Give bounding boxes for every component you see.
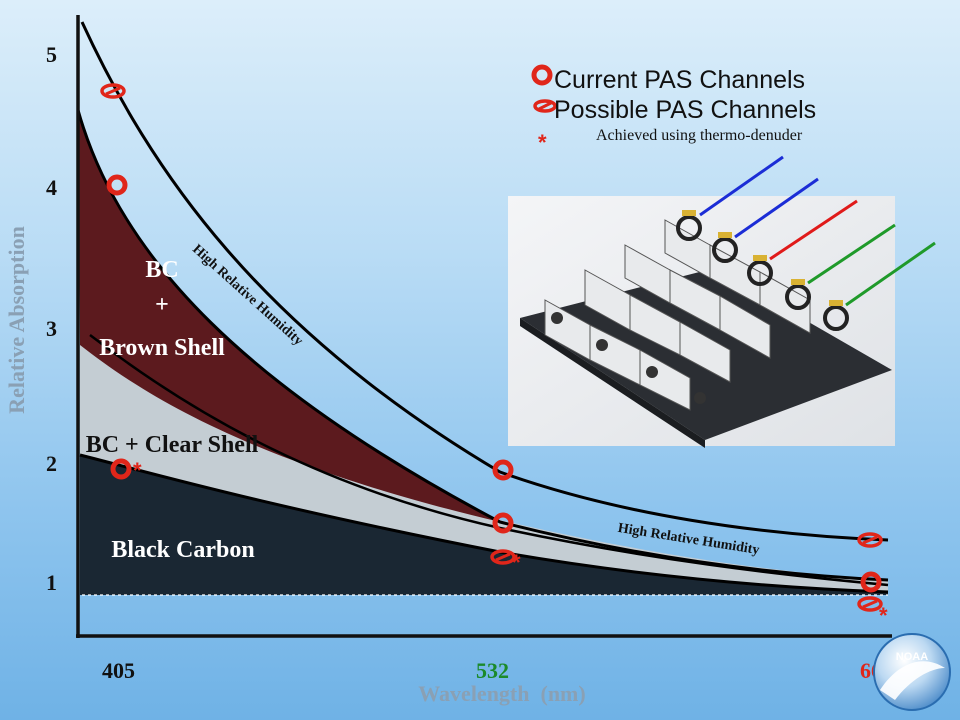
current-channel-marker — [492, 459, 514, 481]
legend-possible-marker — [533, 99, 557, 113]
instrument-photo — [508, 155, 936, 448]
region-label-brown-shell: Brown Shell — [99, 335, 225, 361]
legend-possible-label: Possible PAS Channels — [554, 96, 816, 124]
noaa-logo: NOAA — [873, 633, 951, 711]
y-tick-label: 3 — [46, 316, 57, 341]
black-carbon-region — [80, 455, 888, 595]
y-axis-label: Relative Absorption — [4, 226, 29, 414]
region-label-plus: + — [155, 292, 169, 318]
legend-star-marker: * — [538, 130, 547, 155]
thermo-denuder-star: * — [512, 550, 521, 575]
x-tick-label: 532 — [476, 658, 509, 683]
current-channel-marker — [860, 571, 882, 593]
legend-current-label: Current PAS Channels — [554, 66, 805, 94]
clear-shell-region — [80, 345, 888, 592]
possible-channel-marker — [857, 596, 883, 612]
y-tick-label: 2 — [46, 451, 57, 476]
thermo-denuder-star: * — [133, 458, 142, 483]
possible-channel-marker — [100, 83, 126, 99]
y-tick-label: 5 — [46, 42, 57, 67]
current-channel-marker — [106, 174, 128, 196]
x-axis-label: Wavelength (nm) — [418, 681, 585, 706]
possible-channel-marker — [857, 532, 883, 548]
y-tick-label: 1 — [46, 570, 57, 595]
legend: Current PAS Channels Possible PAS Channe… — [531, 64, 816, 155]
current-channel-marker — [110, 458, 132, 480]
region-label-black-carbon: Black Carbon — [111, 537, 254, 563]
current-channel-marker — [492, 512, 514, 534]
curve-high-rh-brown — [80, 21, 889, 542]
possible-channel-marker — [490, 549, 516, 565]
curve-brown-shell — [76, 109, 889, 582]
legend-current-marker — [531, 64, 553, 86]
thermo-denuder-star: * — [879, 603, 888, 628]
noaa-logo-text: NOAA — [896, 651, 928, 663]
x-tick-label: 405 — [102, 658, 135, 683]
legend-star-note: Achieved using thermo-denuder — [596, 127, 803, 144]
region-label-bc: BC — [145, 257, 178, 283]
brown-shell-region — [78, 110, 500, 522]
y-tick-label: 4 — [46, 175, 57, 200]
region-label-clear-shell: BC + Clear Shell — [86, 432, 259, 458]
